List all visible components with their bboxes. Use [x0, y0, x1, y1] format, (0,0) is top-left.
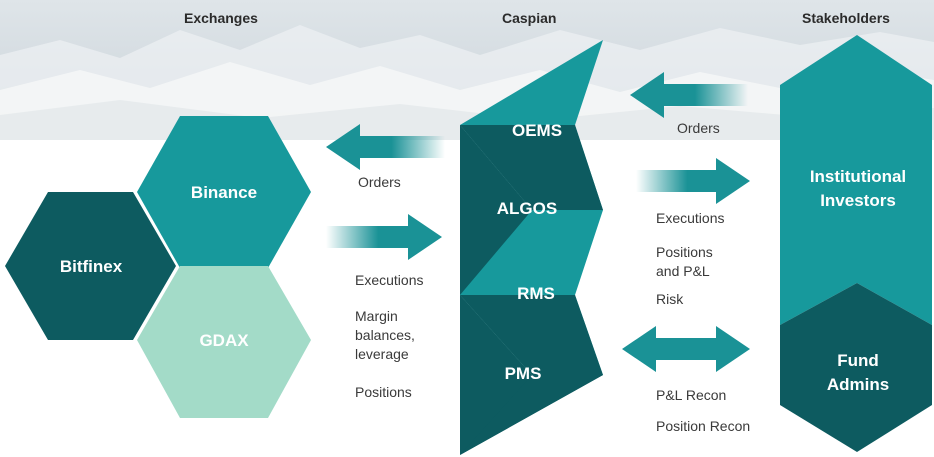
right-position-recon-label: Position Recon [656, 418, 751, 434]
header-exchanges: Exchanges [184, 10, 258, 26]
right-pl-recon-label: P&L Recon [656, 387, 727, 403]
right-positions-label-2: and P&L [656, 263, 710, 279]
arrow-orders-to-caspian [630, 72, 748, 118]
label-institutional-2: Investors [820, 191, 896, 210]
left-margin-label-3: leverage [355, 346, 409, 362]
label-oems: OEMS [512, 121, 562, 140]
block-pms [460, 295, 603, 455]
label-fund-1: Fund [837, 351, 879, 370]
left-positions-label: Positions [355, 384, 412, 400]
block-pms-body [460, 295, 603, 455]
hex-gdax [137, 266, 311, 418]
right-executions-label: Executions [656, 210, 725, 226]
arrow-executions-to-stakeholders [636, 158, 750, 204]
label-fund-2: Admins [827, 375, 889, 394]
label-rms: RMS [517, 284, 555, 303]
label-institutional-1: Institutional [810, 167, 906, 186]
block-fund-admins [780, 283, 932, 452]
header-caspian: Caspian [502, 10, 557, 26]
block-institutional-investors [780, 35, 932, 325]
header-stakeholders: Stakeholders [802, 10, 890, 26]
left-margin-label-1: Margin [355, 308, 398, 324]
label-gdax: GDAX [199, 331, 249, 350]
label-pms: PMS [505, 364, 542, 383]
left-margin-label-2: balances, [355, 327, 415, 343]
arrow-executions-to-caspian [326, 214, 442, 260]
hex-bitfinex [5, 192, 176, 340]
right-risk-label: Risk [656, 291, 684, 307]
arrow-orders-to-exchanges [326, 124, 445, 170]
hex-binance [137, 116, 311, 268]
label-binance: Binance [191, 183, 257, 202]
right-positions-label-1: Positions [656, 244, 713, 260]
left-orders-label: Orders [358, 174, 401, 190]
label-bitfinex: Bitfinex [60, 257, 123, 276]
right-orders-label: Orders [677, 120, 720, 136]
block-algos [460, 125, 603, 295]
left-executions-label: Executions [355, 272, 424, 288]
mountain-background [0, 0, 934, 140]
label-algos: ALGOS [497, 199, 557, 218]
arrow-recon-bidirectional [622, 326, 750, 372]
